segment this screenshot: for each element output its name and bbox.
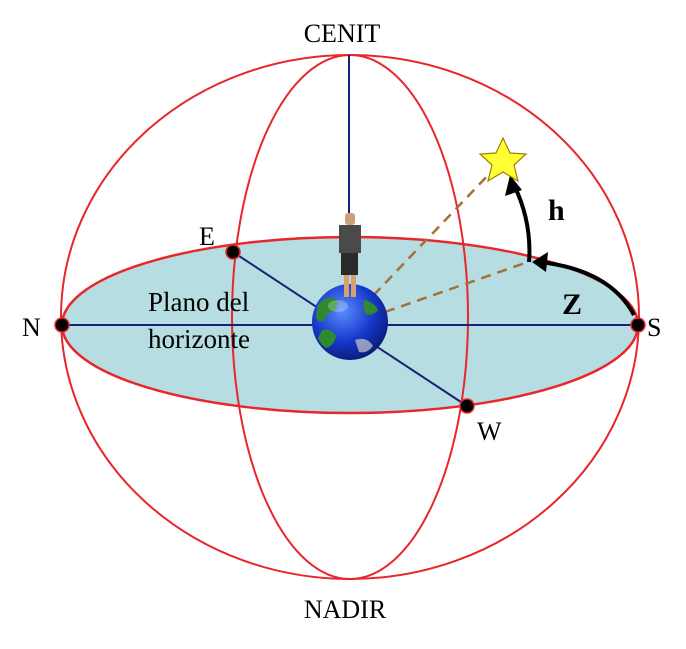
earth-globe-icon xyxy=(312,284,388,360)
horizon-plane-label-line1: Plano del xyxy=(148,287,249,317)
person-icon xyxy=(339,213,361,297)
east-label: E xyxy=(199,222,215,251)
south-label: S xyxy=(647,313,661,342)
azimuth-arrow xyxy=(539,260,636,316)
altitude-label: h xyxy=(548,194,565,227)
altitude-arrowhead xyxy=(505,175,522,196)
cenit-label: CENIT xyxy=(304,19,381,48)
south-point xyxy=(630,317,646,333)
nadir-label: NADIR xyxy=(304,595,387,624)
star-icon xyxy=(478,136,528,183)
north-point xyxy=(54,317,70,333)
west-label: W xyxy=(477,417,502,446)
west-point xyxy=(459,398,475,414)
azimuth-label: Z xyxy=(562,288,582,321)
altitude-arrow xyxy=(512,184,532,263)
azimuth-arrowhead xyxy=(532,252,548,272)
star-projection-line xyxy=(384,260,529,314)
east-point xyxy=(225,244,241,260)
north-label: N xyxy=(22,313,41,342)
horizon-plane-label-line2: horizonte xyxy=(148,324,250,354)
